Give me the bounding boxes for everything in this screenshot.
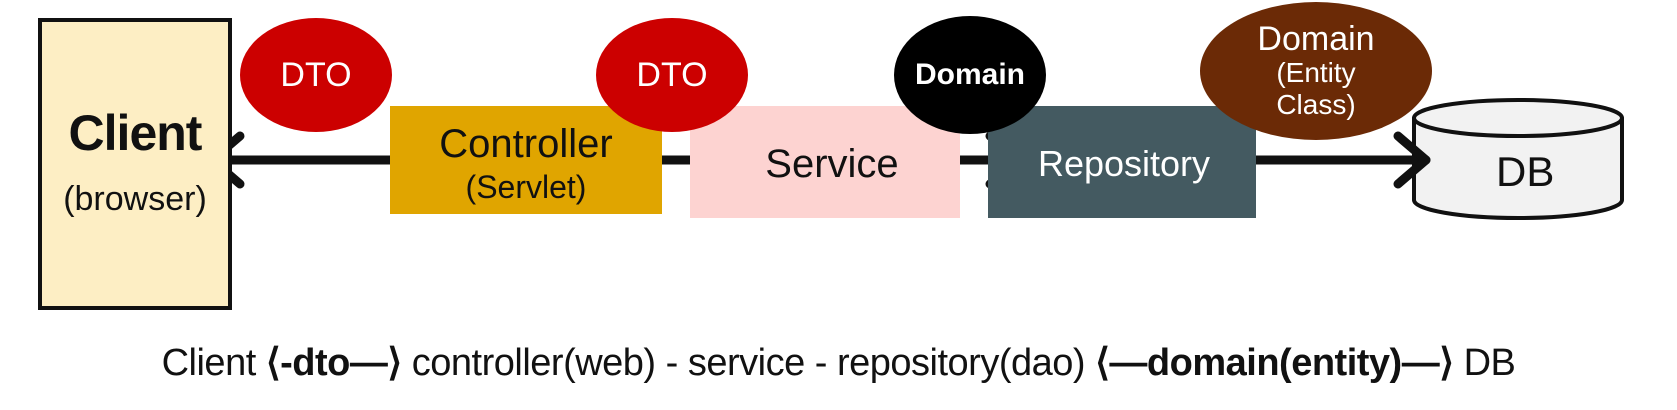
controller-box: Controller (Servlet) bbox=[390, 106, 662, 214]
dto-ellipse-client: DTO bbox=[240, 18, 392, 132]
caption: Client ⟨-dto—⟩ controller(web) - service… bbox=[0, 340, 1677, 385]
service-box: Service bbox=[690, 106, 960, 218]
caption-part3: controller(web) - service - repository(d… bbox=[401, 342, 1096, 384]
repository-title: Repository bbox=[1037, 143, 1211, 184]
caption-part4: ⟨—domain(entity)—⟩ bbox=[1095, 342, 1454, 384]
client-title: Client bbox=[68, 104, 203, 161]
dto-label: DTO bbox=[280, 55, 352, 94]
caption-part2: ⟨-dto—⟩ bbox=[265, 342, 402, 384]
domain-ellipse: Domain bbox=[894, 16, 1046, 134]
dto-label: DTO bbox=[636, 55, 708, 94]
caption-part5: DB bbox=[1453, 342, 1516, 384]
db-cylinder bbox=[1412, 98, 1624, 220]
repository-box: Repository bbox=[988, 106, 1256, 218]
controller-title: Controller bbox=[439, 122, 613, 166]
caption-part1: Client bbox=[161, 342, 266, 384]
domain-entity-sub2: Class) bbox=[1276, 89, 1356, 120]
domain-entity-title: Domain bbox=[1257, 20, 1375, 58]
controller-subtitle: (Servlet) bbox=[465, 169, 587, 205]
db-label: DB bbox=[1496, 148, 1555, 195]
client-box: Client (browser) bbox=[38, 18, 232, 310]
service-title: Service bbox=[765, 141, 899, 186]
dto-ellipse-controller: DTO bbox=[596, 18, 748, 132]
domain-entity-ellipse: Domain (Entity Class) bbox=[1200, 2, 1432, 140]
domain-label: Domain bbox=[914, 58, 1025, 91]
domain-entity-sub1: (Entity bbox=[1276, 57, 1356, 88]
client-subtitle: (browser) bbox=[63, 179, 207, 218]
